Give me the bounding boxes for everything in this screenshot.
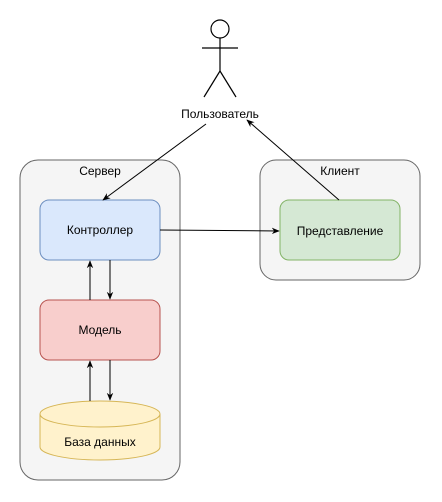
database-node[interactable]: База данных — [39, 400, 161, 461]
controller-node[interactable]: Контроллер — [39, 199, 161, 261]
model-node[interactable]: Модель — [39, 299, 161, 361]
view-label: Представление — [297, 224, 384, 238]
user-actor[interactable]: Пользователь — [181, 19, 259, 121]
model-box — [39, 299, 161, 361]
controller-label: Контроллер — [67, 223, 134, 237]
database-label: База данных — [64, 435, 135, 449]
database-cylinder-top — [39, 413, 161, 428]
edge-user-to-controller[interactable] — [102, 123, 207, 201]
edge-controller-to-view[interactable] — [159, 227, 280, 235]
client-title: Клиент — [320, 164, 360, 178]
server-title: Сервер — [79, 164, 121, 178]
edges — [86, 119, 340, 401]
model-label: Модель — [78, 323, 121, 337]
view-node[interactable]: Представление — [279, 199, 401, 261]
view-box — [279, 199, 401, 261]
stick-figure-icon — [202, 19, 238, 98]
database-cylinder-icon — [39, 400, 161, 461]
edge-view-to-user[interactable] — [246, 119, 340, 201]
user-actor-label: Пользователь — [181, 107, 259, 121]
